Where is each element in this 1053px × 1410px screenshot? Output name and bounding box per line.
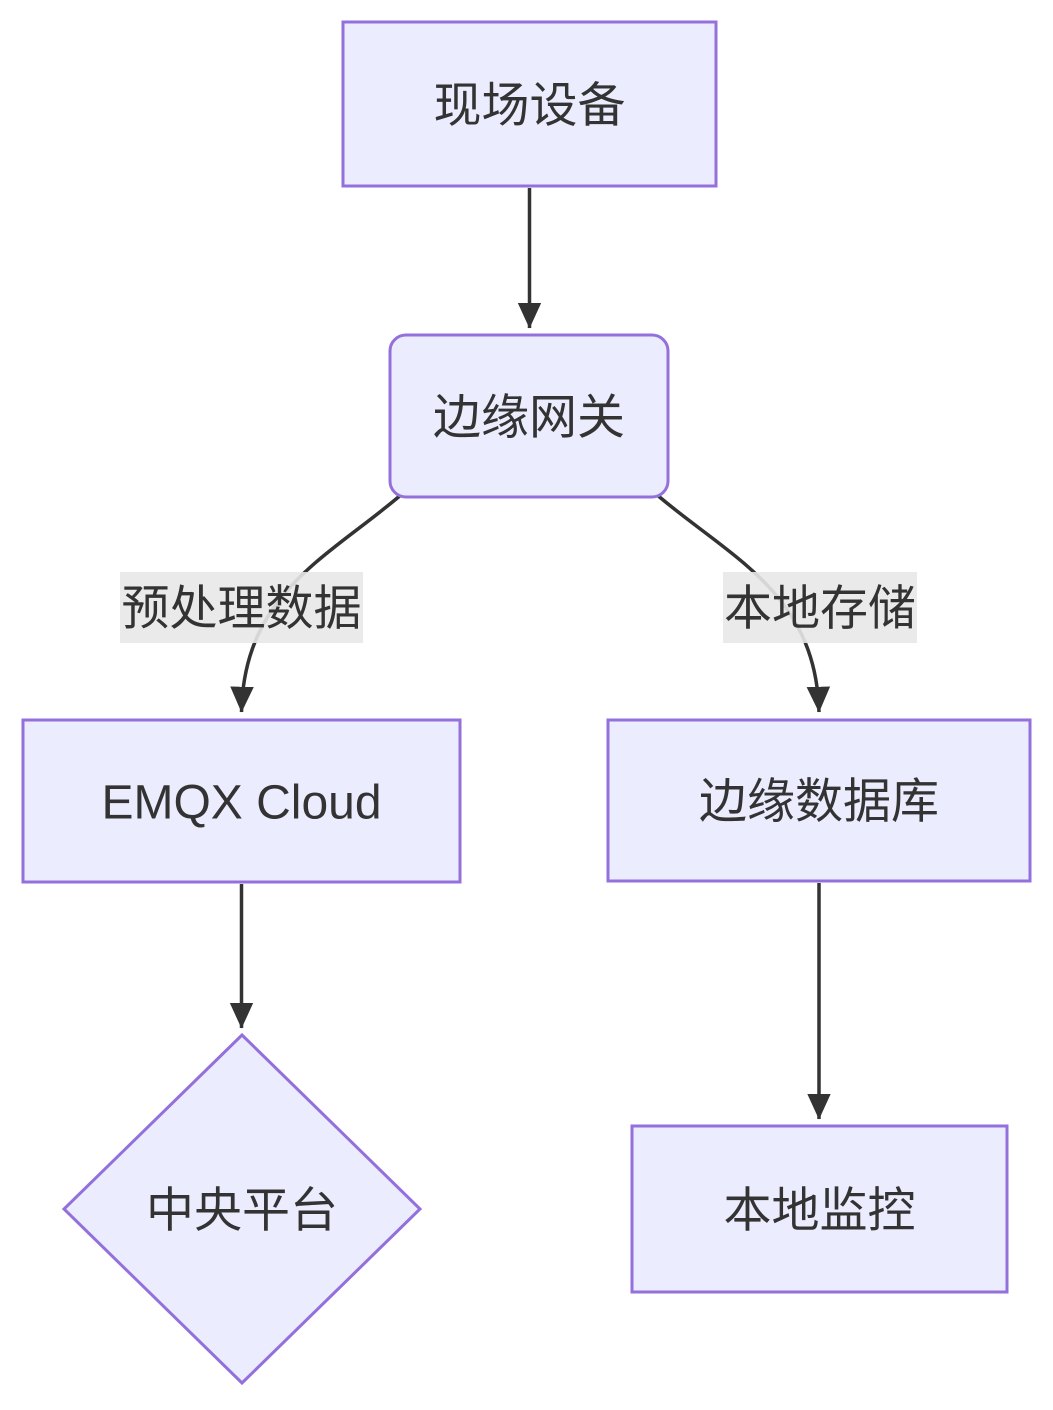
edge-label-text: 预处理数据 <box>121 582 361 635</box>
local-monitoring-shape <box>630 1124 1009 1294</box>
edge-database-label: 边缘数据库 <box>699 775 939 828</box>
edge-label-background <box>723 572 917 643</box>
central-platform-shape <box>61 1032 423 1386</box>
node-emqx-cloud: EMQX Cloud <box>21 718 462 884</box>
field-devices-label: 现场设备 <box>433 79 625 132</box>
node-field-devices: 现场设备 <box>341 20 718 188</box>
node-local-monitoring: 本地监控 <box>630 1124 1009 1294</box>
local-monitoring-label: 本地监控 <box>723 1184 915 1237</box>
edge-label-text: 本地存储 <box>724 582 916 635</box>
edge-database-shape <box>606 718 1032 883</box>
field-devices-shape <box>341 20 718 188</box>
edge-label-preprocessed-data: 预处理数据 <box>120 572 363 643</box>
edge-gateway-shape <box>388 333 670 499</box>
emqx-cloud-label: EMQX Cloud <box>101 776 381 829</box>
emqx-cloud-shape <box>21 718 462 884</box>
central-platform-label: 中央平台 <box>146 1184 338 1237</box>
edge-label-background <box>120 572 363 643</box>
node-edge-database: 边缘数据库 <box>606 718 1032 883</box>
node-edge-gateway: 边缘网关 <box>388 333 670 499</box>
edge-label-local-storage: 本地存储 <box>723 572 917 643</box>
edges <box>229 188 831 1120</box>
node-central-platform: 中央平台 <box>61 1032 423 1386</box>
edge-gateway-label: 边缘网关 <box>433 391 625 444</box>
